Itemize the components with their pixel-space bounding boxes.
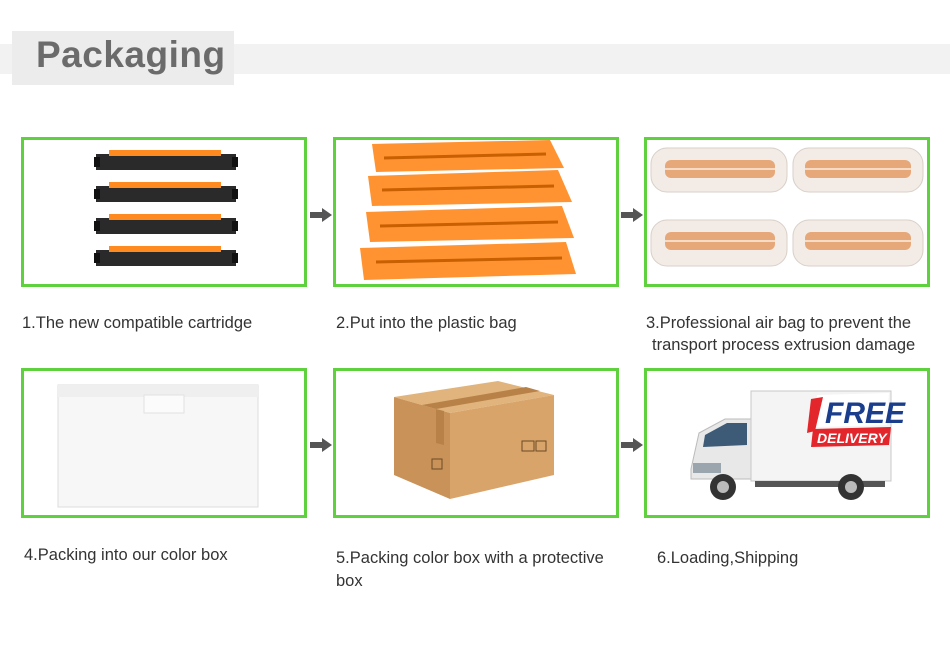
step5-panel (333, 368, 619, 518)
delivery-text: DELIVERY (817, 430, 888, 446)
delivery-truck-image: FREE DELIVERY (690, 390, 906, 500)
step4-panel (21, 368, 307, 518)
air-bag (792, 147, 924, 193)
box-side (450, 395, 554, 499)
page-title: Packaging (36, 34, 226, 75)
step1-panel (21, 137, 307, 287)
arrow-right-icon (621, 208, 643, 222)
step4-caption: 4.Packing into our color box (24, 546, 228, 564)
box-tape (422, 387, 540, 409)
step2-caption: 2.Put into the plastic bag (336, 314, 517, 332)
step1-caption: 1.The new compatible cartridge (22, 314, 253, 332)
arrow-right-icon (310, 438, 332, 452)
header-tab (12, 31, 234, 85)
cardboard-box-image (394, 381, 554, 499)
delivery-badge (811, 427, 891, 447)
plastic-bags-image (360, 140, 576, 280)
air-bag (650, 147, 788, 193)
air-bags-image (650, 147, 924, 267)
toner-cartridges-image (94, 150, 238, 266)
step5-caption-line2: box (336, 572, 363, 590)
step3-caption-line1: 3.Professional air bag to prevent the (646, 314, 912, 332)
step6-caption: 6.Loading,Shipping (657, 549, 799, 567)
cartridge (94, 150, 238, 170)
cartridge (94, 214, 238, 234)
arrow-right-icon (310, 208, 332, 222)
step6-panel: FREE DELIVERY (644, 368, 930, 518)
air-bag (792, 219, 924, 267)
cartridge (94, 246, 238, 266)
free-badge (815, 393, 889, 427)
step5-caption-line1: 5.Packing color box with a protective (336, 549, 604, 567)
step2-panel (333, 137, 619, 287)
free-text: FREE (825, 397, 906, 430)
cartridge (94, 182, 238, 202)
white-color-box-image (57, 384, 259, 508)
step3-panel (644, 137, 930, 287)
air-bag (650, 219, 788, 267)
arrow-right-icon (621, 438, 643, 452)
step3-caption-line2: transport process extrusion damage (652, 336, 916, 354)
